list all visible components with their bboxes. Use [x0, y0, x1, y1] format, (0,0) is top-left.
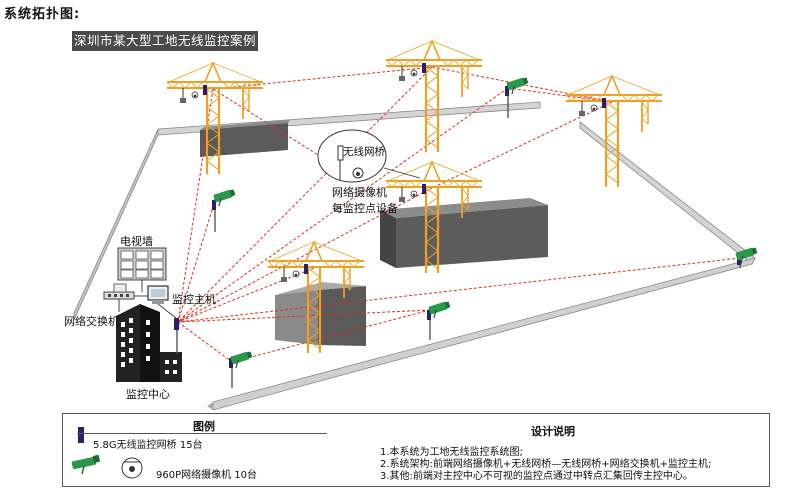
wireless-bridge-label: 无线网桥: [343, 146, 385, 158]
tower-crane: [564, 74, 664, 189]
monitor-center-label: 监控中心: [126, 388, 170, 401]
network-switch-icon: [103, 283, 148, 312]
per-point-callout: [317, 129, 421, 183]
camera-pole-icon: [212, 188, 236, 232]
page-title: 系统拓扑图:: [4, 7, 81, 22]
legend-dome-camera-icon: [121, 457, 143, 479]
building-top-left: [200, 120, 290, 157]
legend-divider: [77, 433, 327, 434]
network-switch-label: 网络交换机: [64, 315, 119, 328]
legend-bridge-text: 5.8G无线监控网桥 15台: [93, 440, 203, 451]
camera-pole-icon: [427, 300, 451, 340]
monitor-host-label: 监控主机: [172, 293, 216, 306]
legend-title: 图例: [193, 420, 215, 433]
tv-wall-label: 电视墙: [120, 235, 153, 248]
monitor-center-icon: [116, 304, 182, 382]
camera-pole-icon: [229, 350, 253, 388]
design-note-2: 2.系统架构:前端网络摄像机+无线网桥—无线网桥+网络交换机+监控主机;: [380, 459, 712, 470]
monitor-host-icon: [147, 285, 177, 319]
case-title: 深圳市某大型工地无线监控案例: [72, 31, 258, 51]
camera-pole-icon: [505, 76, 529, 118]
design-note-3: 3.其他:前端对主控中心不可视的监控点通过中转点汇集回传主控中心。: [380, 471, 693, 482]
design-note-1: 1.本系统为工地无线监控系统图;: [380, 447, 523, 458]
tower-crane: [165, 61, 265, 176]
network-camera-label: 网络摄像机: [332, 186, 387, 199]
design-notes-title: 设计说明: [531, 425, 575, 438]
camera-pole-icon: [734, 246, 758, 268]
tower-crane: [384, 39, 484, 154]
tv-wall-icon: [117, 247, 167, 292]
per-point-label: 每监控点设备: [332, 202, 398, 215]
legend-camera-icon: [71, 454, 101, 475]
legend-camera-text: 960P网络摄像机 10台: [156, 470, 258, 481]
building-large: [380, 198, 548, 268]
legend-panel: 图例 5.8G无线监控网桥 15台 960P网络摄像机 10台 设计说明 1.本…: [62, 413, 770, 487]
perimeter-wall: [73, 101, 756, 411]
legend-bridge-icon: [78, 427, 84, 443]
